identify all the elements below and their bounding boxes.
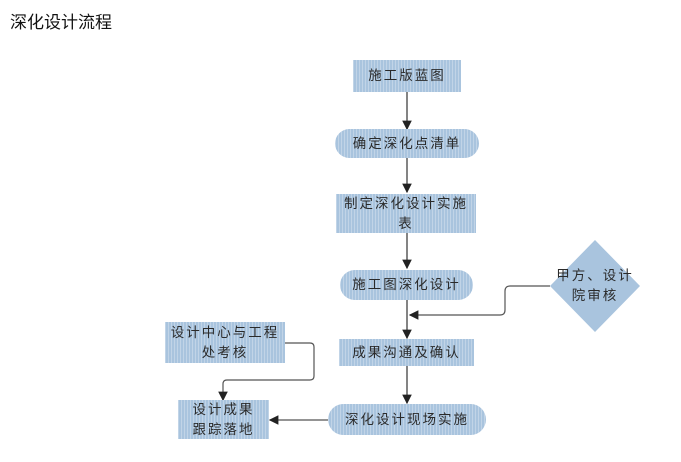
node-blueprint: 施工版蓝图: [353, 60, 461, 92]
node-deepening-design: 施工图深化设计: [340, 270, 473, 300]
arrow-d1-main: [408, 285, 550, 320]
decision-label: 甲方、设计院审核: [556, 268, 634, 304]
decision-diamond: [550, 240, 640, 332]
node-confirm-list: 确定深化点清单: [335, 129, 479, 158]
arrow-n8-n7: [218, 342, 315, 402]
node-tracking: 设计成果跟踪落地: [178, 400, 269, 439]
node-assessment: 设计中心与工程处考核: [165, 322, 285, 363]
page-title: 深化设计流程: [10, 13, 112, 33]
node-implementation-table: 制定深化设计实施表: [336, 194, 476, 233]
node-result-communication: 成果沟通及确认: [339, 339, 474, 366]
node-site-implementation: 深化设计现场实施: [328, 404, 486, 435]
